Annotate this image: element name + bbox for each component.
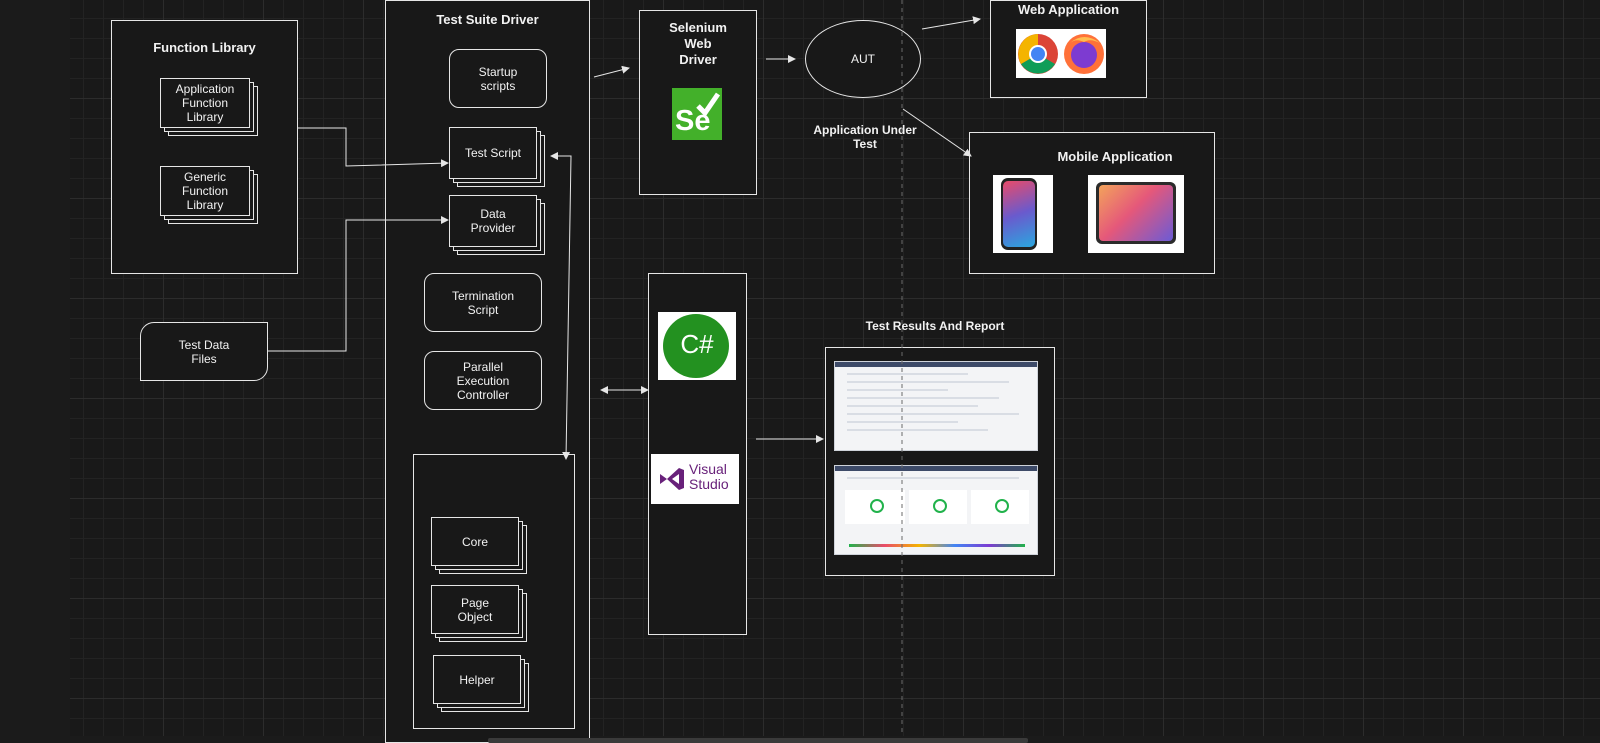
iphone-image <box>993 175 1053 253</box>
page-object-label: Page Object <box>457 595 493 624</box>
report-screenshot-2 <box>834 465 1038 555</box>
selenium-logo-icon: Se <box>672 88 722 140</box>
csharp-logo-text: C# <box>680 329 714 359</box>
test-suite-driver-title: Test Suite Driver <box>436 12 539 27</box>
aut-caption: Application Under Test <box>813 123 917 151</box>
report-title: Test Results And Report <box>865 319 1005 333</box>
browser-logos <box>1016 29 1106 78</box>
visual-studio-logo-icon: Visual Studio <box>651 454 739 504</box>
web-application-title: Web Application <box>1017 2 1120 17</box>
application-function-library-label: Application Function Library <box>175 82 235 124</box>
chrome-icon <box>1018 34 1058 74</box>
helper-label: Helper <box>459 672 495 687</box>
test-data-files-box[interactable]: Test Data Files <box>140 322 268 381</box>
data-provider-label: Data Provider <box>470 207 516 235</box>
function-library-container[interactable] <box>111 20 298 274</box>
test-script-stack[interactable]: Test Script <box>449 127 549 189</box>
visual-studio-line2: Studio <box>689 476 729 492</box>
test-script-label: Test Script <box>464 146 521 160</box>
driver-to-selenium-arrow <box>593 65 630 78</box>
mobile-application-title: Mobile Application <box>1057 149 1173 164</box>
data-provider-stack[interactable]: Data Provider <box>449 195 549 257</box>
aut-to-web-arrow <box>921 16 981 30</box>
startup-scripts-label: Startup scripts <box>478 64 518 93</box>
visual-studio-line1: Visual <box>689 461 727 477</box>
generic-function-library-stack[interactable]: Generic Function Library <box>160 166 260 226</box>
parallel-execution-controller-box[interactable]: Parallel Execution Controller <box>424 351 542 410</box>
application-function-library-stack[interactable]: Application Function Library <box>160 78 260 138</box>
startup-scripts-box[interactable]: Startup scripts <box>449 49 547 108</box>
function-library-title: Function Library <box>153 40 256 55</box>
core-stack[interactable]: Core <box>431 517 531 577</box>
report-screenshot-1 <box>834 361 1038 451</box>
helper-stack[interactable]: Helper <box>433 655 533 715</box>
horizontal-scrollbar[interactable] <box>488 738 1028 743</box>
test-data-files-label: Test Data Files <box>178 337 230 366</box>
selenium-webdriver-title: Selenium Web Driver <box>669 20 727 67</box>
termination-script-label: Termination Script <box>451 288 515 317</box>
aut-to-mobile-arrow <box>902 108 972 157</box>
test-data-to-data-provider-arrow <box>268 216 449 352</box>
firefox-icon <box>1064 34 1104 74</box>
test-script-to-framework-arrow <box>550 152 572 460</box>
csharp-logo-icon: C# <box>658 312 736 380</box>
termination-script-box[interactable]: Termination Script <box>424 273 542 332</box>
function-library-to-test-script-arrow <box>298 127 449 168</box>
generic-function-library-label: Generic Function Library <box>181 170 229 212</box>
core-label: Core <box>461 534 488 549</box>
page-object-stack[interactable]: Page Object <box>431 585 531 645</box>
parallel-execution-controller-label: Parallel Execution Controller <box>456 359 510 402</box>
aut-label: AUT <box>851 52 875 66</box>
ipad-image <box>1088 175 1184 253</box>
